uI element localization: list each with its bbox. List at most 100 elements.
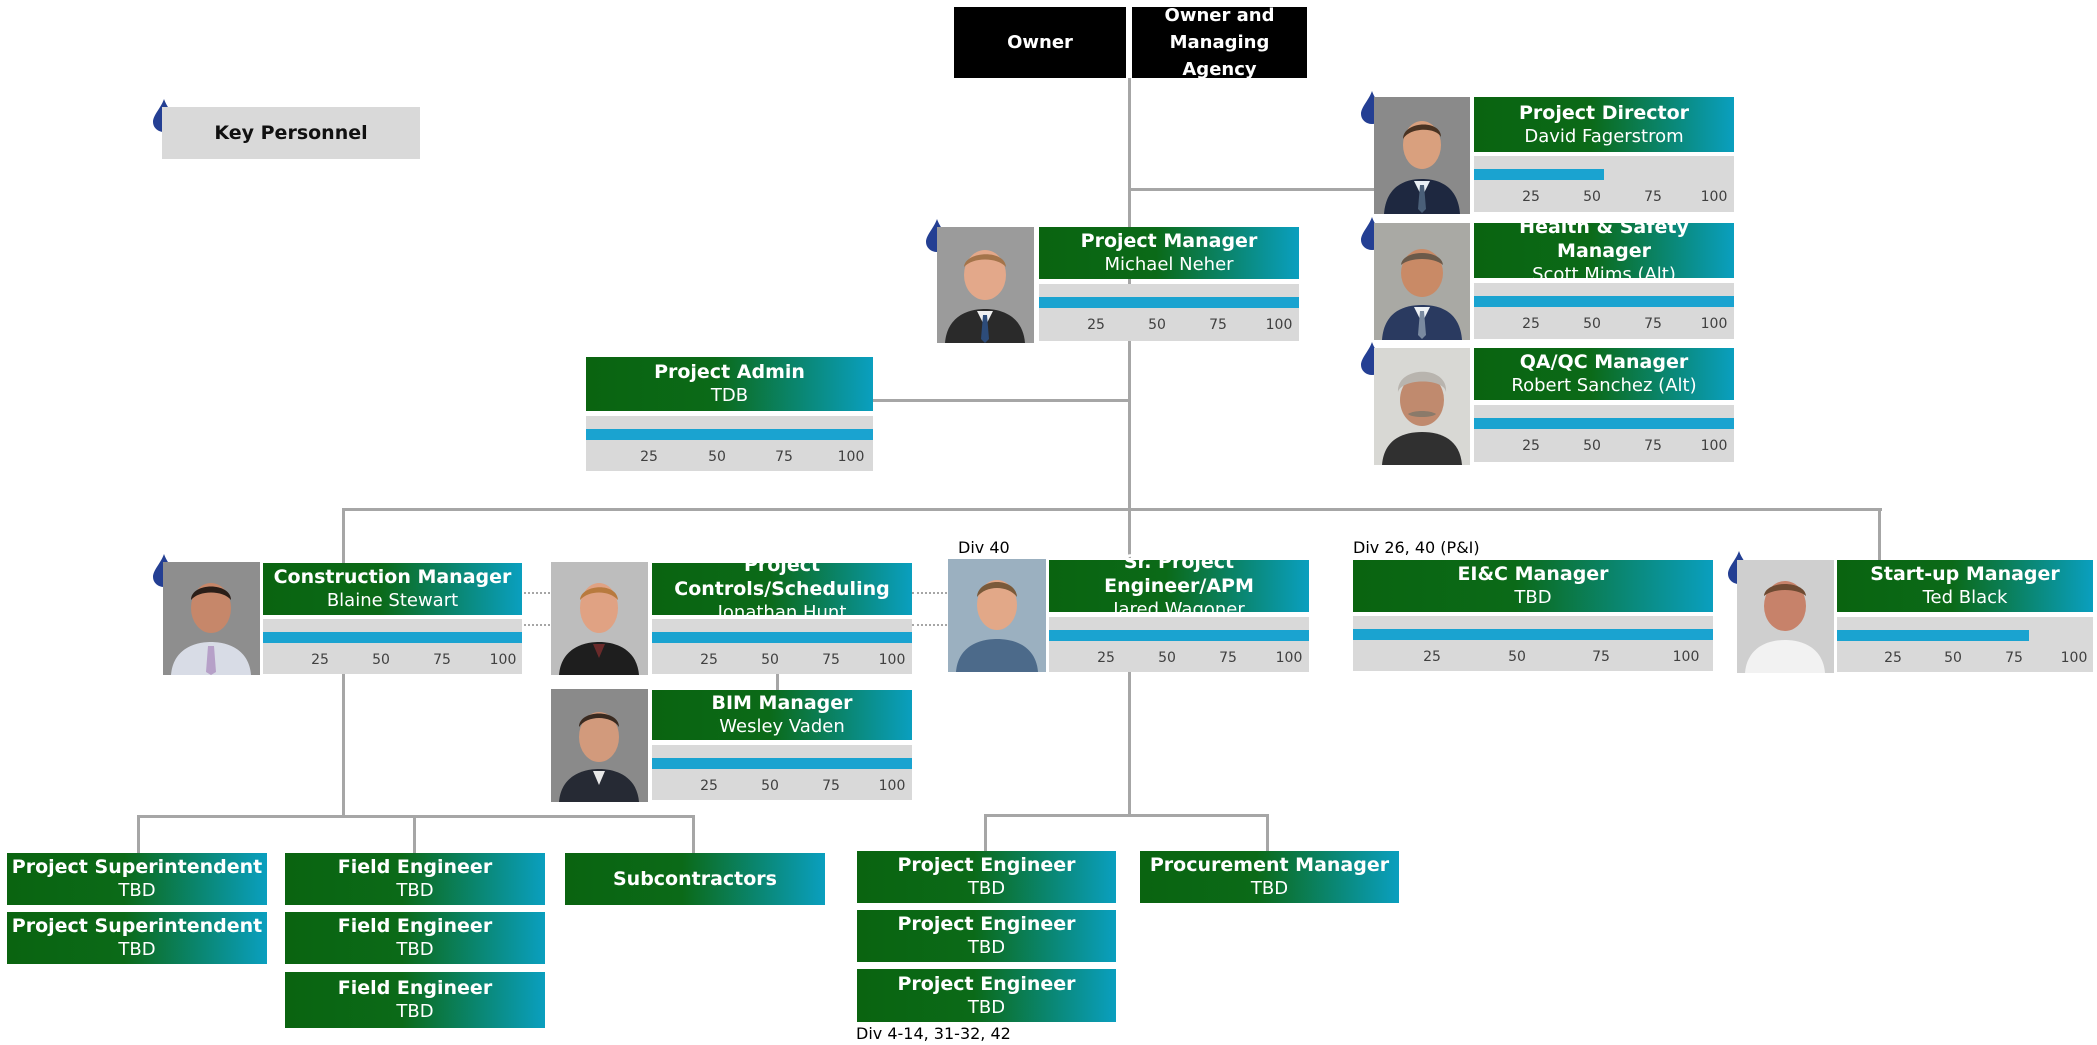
role-title: Health & Safety Manager (1519, 215, 1689, 262)
card-subcontractors: Subcontractors (565, 853, 825, 905)
dotted-connector (524, 624, 550, 626)
connector-fe-drop (413, 815, 416, 853)
photo-startup-manager (1737, 560, 1834, 673)
allocation-bar: 25 50 75 100 (1049, 617, 1309, 672)
person-name: TBD (1514, 587, 1552, 608)
allocation-tick: 100 (837, 449, 865, 465)
legend-label: Key Personnel (214, 122, 368, 144)
connector-pe-drop (984, 814, 987, 852)
allocation-tick: 75 (1644, 316, 1662, 332)
person-name: TBD (118, 939, 156, 960)
allocation-fill (1837, 630, 2029, 641)
role-title: QA/QC Manager (1519, 351, 1689, 373)
person-name: Wesley Vaden (719, 716, 845, 737)
allocation-tick: 50 (1148, 317, 1166, 333)
role-title: Project Engineer (897, 854, 1076, 876)
owner-agency-line1: Owner and (1164, 5, 1275, 26)
connector-startup-drop (1878, 508, 1881, 560)
person-name: TBD (967, 937, 1006, 958)
portrait-icon (551, 689, 648, 802)
allocation-tick: 75 (775, 449, 793, 465)
card-project-director: Project Director David Fagerstrom (1474, 97, 1734, 152)
person-name: Michael Neher (1104, 254, 1234, 275)
portrait-icon (1374, 348, 1470, 465)
role-title: Project Engineer (897, 913, 1076, 935)
card-eic-manager: EI&C Manager TBD (1353, 560, 1713, 612)
role-title: EI&C Manager (1457, 563, 1609, 585)
card-project-controls: Project Controls/Scheduling Jonathan Hun… (652, 554, 912, 623)
card-hs-manager: Health & Safety Manager Scott Mims (Alt) (1474, 216, 1734, 285)
allocation-fill (652, 758, 912, 769)
person-name: Robert Sanchez (Alt) (1511, 375, 1697, 396)
allocation-tick: 25 (1097, 650, 1115, 666)
person-name: David Fagerstrom (1524, 125, 1684, 147)
portrait-icon (937, 227, 1034, 343)
allocation-tick: 25 (1087, 317, 1105, 333)
card-field-engineer: Field Engineer TBD (285, 972, 545, 1028)
role-title: Construction Manager (273, 566, 512, 588)
card-project-manager: Project Manager Michael Neher (1039, 227, 1299, 279)
connector-admin (873, 399, 1130, 402)
allocation-tick: 25 (1522, 316, 1540, 332)
allocation-fill (1474, 296, 1734, 307)
allocation-tick: 100 (1265, 317, 1293, 333)
allocation-tick: 75 (1219, 650, 1237, 666)
allocation-bar: 25 50 75 100 (586, 416, 873, 471)
role-title: Project Superintendent (11, 856, 263, 878)
allocation-tick: 50 (1583, 189, 1601, 205)
allocation-tick: 50 (1583, 316, 1601, 332)
allocation-tick: 50 (1158, 650, 1176, 666)
allocation-tick: 50 (1508, 649, 1526, 665)
person-name: TBD (396, 1001, 434, 1022)
portrait-icon (551, 562, 648, 675)
allocation-bar: 25 50 75 100 (1474, 283, 1734, 339)
photo-qaqc-manager (1374, 348, 1470, 465)
person-name: TBD (396, 939, 434, 960)
connector-director (1128, 188, 1376, 191)
allocation-fill (1353, 629, 1713, 640)
card-field-engineer: Field Engineer TBD (285, 912, 545, 964)
role-title: Project Engineer (897, 972, 1076, 995)
allocation-tick: 75 (1644, 438, 1662, 454)
role-title: Project Director (1518, 101, 1690, 124)
portrait-icon (1374, 97, 1470, 214)
allocation-tick: 100 (1275, 650, 1303, 666)
connector-super-drop (137, 815, 140, 853)
allocation-tick: 75 (1592, 649, 1610, 665)
allocation-tick: 50 (708, 449, 726, 465)
card-startup-manager: Start-up Manager Ted Black (1837, 560, 2093, 612)
division-note: Div 4-14, 31-32, 42 (856, 1024, 1011, 1043)
allocation-fill (1474, 169, 1604, 180)
connector-cm-down (342, 674, 345, 818)
connector-cm-drop (342, 508, 345, 563)
allocation-fill (1474, 418, 1734, 429)
owner-label: Owner (1007, 32, 1073, 53)
allocation-tick: 50 (1944, 650, 1962, 666)
connector-sub-drop (692, 815, 695, 853)
connector-eng-bus (984, 814, 1269, 817)
role-title: Project Admin (654, 361, 805, 383)
card-project-admin: Project Admin TDB (586, 357, 873, 411)
role-title: Procurement Manager (1149, 854, 1390, 876)
allocation-fill (1039, 297, 1299, 308)
allocation-tick: 100 (1700, 316, 1728, 332)
allocation-tick: 25 (1423, 649, 1441, 665)
connector-spe-drop (1128, 508, 1131, 558)
connector-bim (776, 672, 779, 690)
allocation-tick: 25 (640, 449, 658, 465)
photo-sr-project-engineer (948, 559, 1046, 672)
person-name: Ted Black (1922, 587, 2008, 608)
allocation-tick: 50 (761, 778, 779, 794)
owner-box: Owner (954, 7, 1126, 78)
allocation-tick: 75 (1644, 189, 1662, 205)
allocation-tick: 25 (1884, 650, 1902, 666)
role-title: Field Engineer (337, 977, 493, 999)
person-name: Jared Wagoner (1113, 599, 1245, 620)
key-personnel-legend: Key Personnel (162, 107, 420, 159)
allocation-fill (1049, 630, 1309, 641)
allocation-tick: 100 (1700, 438, 1728, 454)
